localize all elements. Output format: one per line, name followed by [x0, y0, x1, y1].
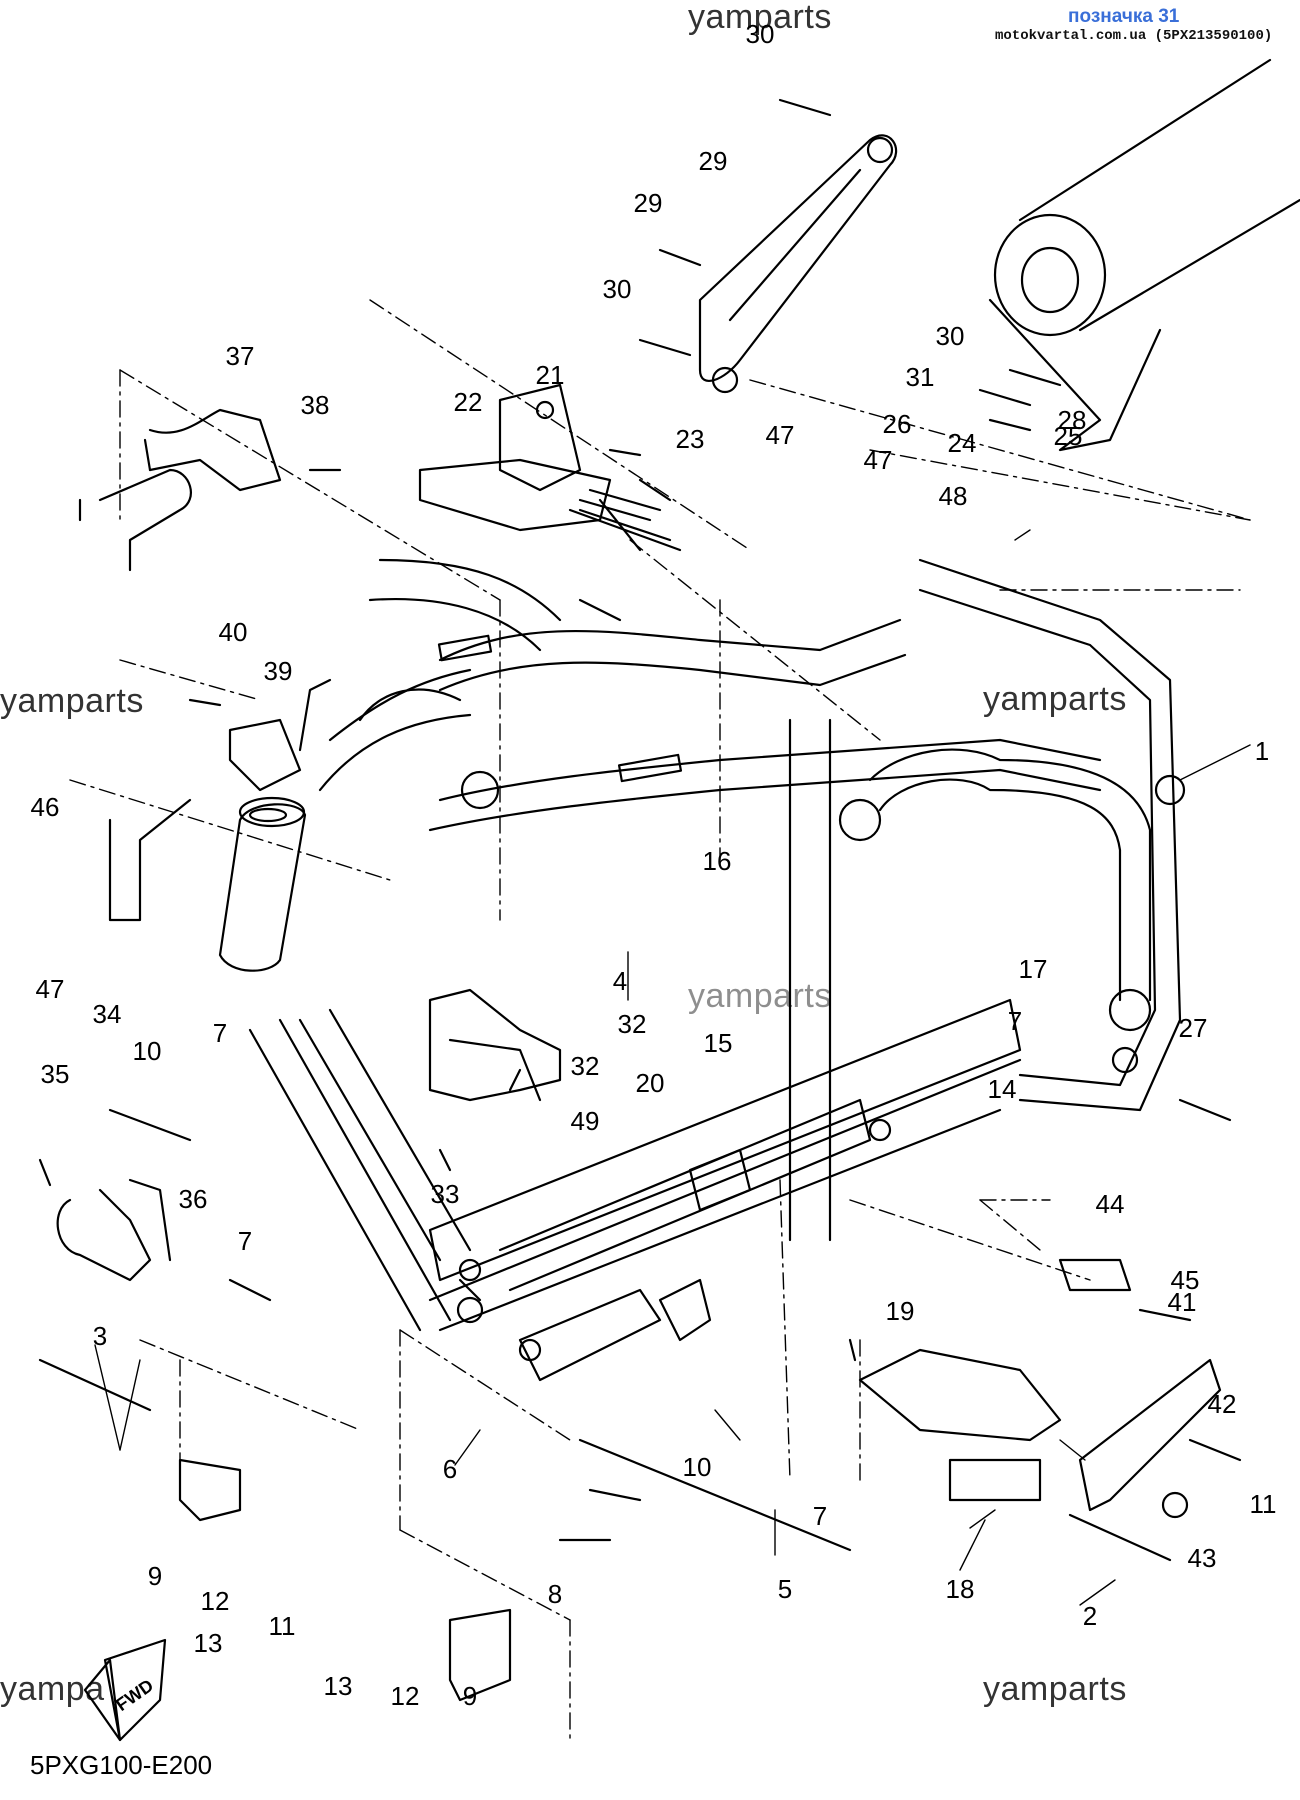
bracket-45: [78, 468, 192, 922]
callout-7: 7: [213, 1018, 227, 1048]
top-stay-link-28: [698, 134, 898, 394]
callout-36: 36: [179, 1184, 208, 1214]
callout-47: 47: [864, 445, 893, 475]
callout-43: 43: [1188, 1543, 1217, 1573]
watermark-right: yamparts: [983, 680, 1127, 718]
callout-9: 9: [463, 1681, 477, 1711]
callout-37: 37: [226, 341, 255, 371]
callout-7: 7: [1008, 1006, 1022, 1036]
engine-cylinder: [988, 58, 1300, 452]
callout-26: 26: [883, 409, 912, 439]
callout-40: 40: [219, 617, 248, 647]
callout-11: 11: [269, 1611, 296, 1641]
callout-15: 15: [704, 1028, 733, 1058]
callout-2: 2: [1083, 1601, 1097, 1631]
callout-45: 45: [1171, 1265, 1200, 1295]
callout-13: 13: [194, 1628, 223, 1658]
callout-49: 49: [571, 1106, 600, 1136]
callout-32: 32: [571, 1051, 600, 1081]
callout-29: 29: [634, 188, 663, 218]
callout-7: 7: [238, 1226, 252, 1256]
callout-22: 22: [454, 387, 483, 417]
bolts: [38, 98, 1242, 1562]
callout-6: 6: [443, 1454, 457, 1484]
callout-34: 34: [93, 999, 122, 1029]
callout-47: 47: [766, 420, 795, 450]
callout-10: 10: [683, 1452, 712, 1482]
callout-27: 27: [1179, 1013, 1208, 1043]
callout-8: 8: [548, 1579, 562, 1609]
dash-lines: [69, 299, 1251, 1741]
callout-46: 46: [31, 792, 60, 822]
main-frame: [218, 558, 1186, 1382]
callout-17: 17: [1019, 954, 1048, 984]
bracket-31: [428, 988, 562, 1102]
callout-13: 13: [324, 1671, 353, 1701]
callout-12: 12: [391, 1681, 420, 1711]
callout-48: 48: [939, 481, 968, 511]
callout-32: 32: [618, 1009, 647, 1039]
callout-39: 39: [264, 656, 293, 686]
callout-12: 12: [201, 1586, 230, 1616]
callout-38: 38: [301, 390, 330, 420]
callout-24: 24: [948, 428, 977, 458]
callout-20: 20: [636, 1068, 665, 1098]
bracket-33: [56, 1178, 172, 1282]
callout-11: 11: [1250, 1489, 1277, 1519]
callout-47: 47: [36, 974, 65, 1004]
callout-4: 4: [613, 966, 627, 996]
callout-3: 3: [93, 1321, 107, 1351]
callout-44: 44: [1096, 1189, 1125, 1219]
watermark-bottom-right: yamparts: [983, 1670, 1127, 1708]
plate-9-left: [178, 1458, 242, 1522]
leader-lines: [94, 529, 1251, 1606]
callout-7: 7: [813, 1501, 827, 1531]
callout-1: 1: [1255, 736, 1269, 766]
callout-10: 10: [133, 1036, 162, 1066]
callout-19: 19: [886, 1296, 915, 1326]
bracket-18: [858, 1348, 1062, 1502]
diagram-reference-code: 5PXG100-E200: [30, 1750, 213, 1780]
callout-14: 14: [988, 1074, 1017, 1104]
callout-25: 25: [1054, 421, 1083, 451]
bracket-40: [1078, 1358, 1222, 1519]
callout-33: 33: [431, 1179, 460, 1209]
callout-16: 16: [703, 846, 732, 876]
bracket-43: [1058, 1258, 1132, 1292]
callout-30: 30: [936, 321, 965, 351]
watermark-left: yamparts: [0, 682, 144, 720]
callout-42: 42: [1208, 1389, 1237, 1419]
callout-31: 31: [906, 362, 935, 392]
callout-23: 23: [676, 424, 705, 454]
plate-9-bottom: [448, 1608, 512, 1702]
callout-30: 30: [746, 19, 775, 49]
watermark-center: yamparts: [688, 977, 832, 1015]
diagram-badge[interactable]: позначка 31: [1068, 6, 1180, 27]
watermark-top: yamparts: [688, 0, 832, 36]
fwd-arrow-icon: [83, 1638, 167, 1742]
callout-21: 21: [536, 360, 565, 390]
callout-30: 30: [603, 274, 632, 304]
callout-41: 41: [1168, 1287, 1197, 1317]
callout-35: 35: [41, 1059, 70, 1089]
engine-bracket-21: [418, 383, 612, 532]
bracket-38: [228, 678, 332, 792]
callout-29: 29: [699, 146, 728, 176]
bracket-36: [143, 408, 282, 492]
callout-9: 9: [148, 1561, 162, 1591]
callout-28: 28: [1058, 405, 1087, 435]
callout-18: 18: [946, 1574, 975, 1604]
source-reference: motokvartal.com.ua (5PX213590100): [995, 28, 1273, 44]
callout-5: 5: [778, 1574, 792, 1604]
